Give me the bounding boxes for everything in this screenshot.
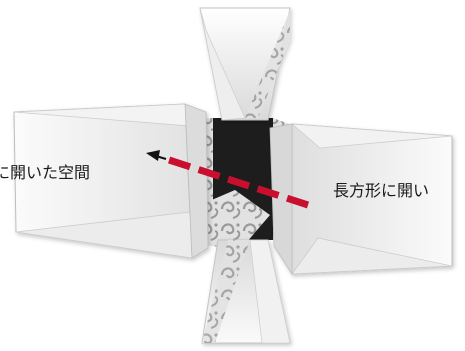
right-panel (269, 123, 453, 276)
top-panel (199, 7, 291, 121)
bottom-panel (201, 239, 291, 344)
arrow-left-head-icon (146, 150, 167, 161)
inner-wall-lower (200, 190, 270, 250)
left-panel (13, 103, 209, 259)
label-left-space: に開いた空間 (0, 163, 91, 182)
direction-dashed-line (164, 155, 310, 209)
label-right-rectangle: 長方形に開い (333, 181, 430, 200)
